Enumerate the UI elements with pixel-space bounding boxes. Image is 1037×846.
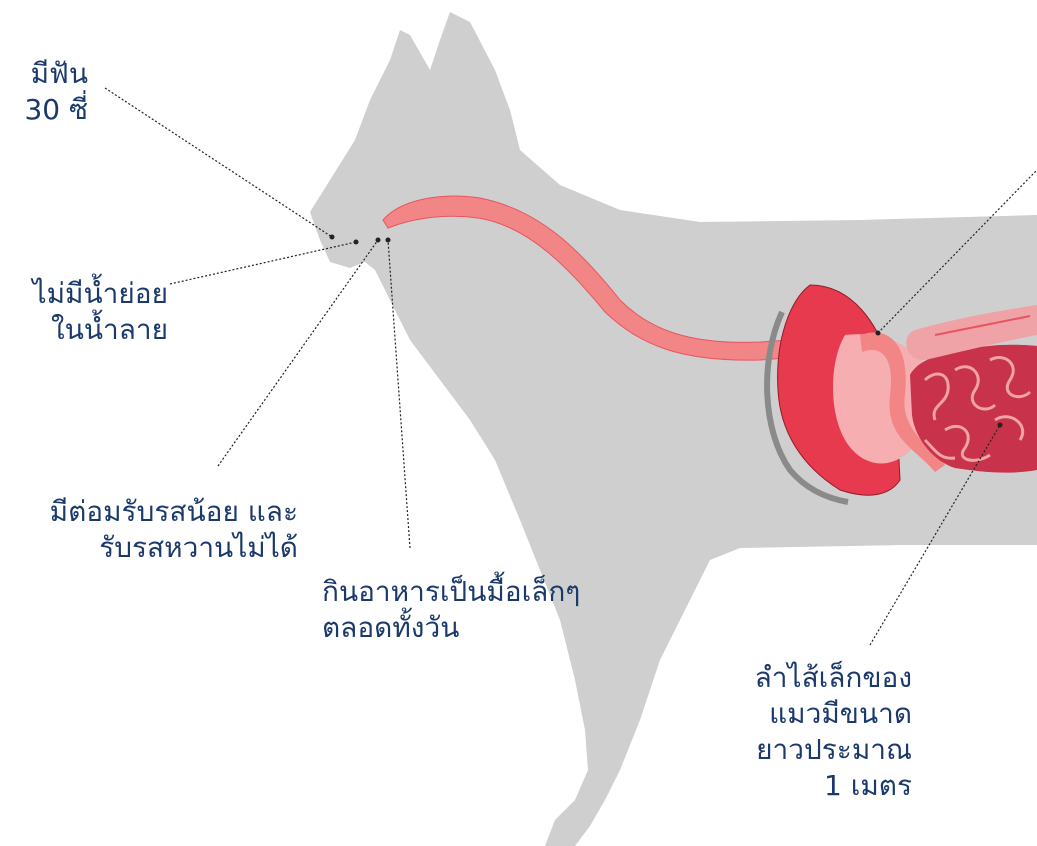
- label-teeth: มีฟัน 30 ซี่: [8, 56, 88, 128]
- leader-dot-1: [354, 240, 359, 245]
- label-taste: มีต่อมรับรสน้อย และ รับรสหวานไม่ได้: [8, 494, 298, 566]
- label-saliva-line2: ในน้ำลาย: [8, 312, 168, 348]
- label-teeth-line2: 30 ซี่: [8, 92, 88, 128]
- leader-dot-3: [386, 238, 391, 243]
- label-taste-line2: รับรสหวานไม่ได้: [8, 530, 298, 566]
- label-intestine-line3: ยาวประมาณ: [700, 732, 912, 768]
- label-intestine-line2: แมวมีขนาด: [700, 696, 912, 732]
- leader-dot-5: [876, 331, 881, 336]
- leader-line-teeth: [105, 88, 332, 237]
- label-meals-line1: กินอาหารเป็นมื้อเล็กๆ: [322, 574, 580, 610]
- leader-dot-4: [998, 423, 1003, 428]
- leader-dot-2: [376, 238, 381, 243]
- label-meals-line2: ตลอดทั้งวัน: [322, 610, 580, 646]
- label-meals: กินอาหารเป็นมื้อเล็กๆ ตลอดทั้งวัน: [322, 574, 580, 646]
- label-teeth-line1: มีฟัน: [8, 56, 88, 92]
- label-taste-line1: มีต่อมรับรสน้อย และ: [8, 494, 298, 530]
- label-saliva-line1: ไม่มีน้ำย่อย: [8, 276, 168, 312]
- label-intestine-line4: 1 เมตร: [700, 768, 912, 804]
- label-intestine-line1: ลำไส้เล็กของ: [700, 660, 912, 696]
- leader-line-taste: [218, 240, 378, 466]
- label-intestine: ลำไส้เล็กของ แมวมีขนาด ยาวประมาณ 1 เมตร: [700, 660, 912, 804]
- label-saliva: ไม่มีน้ำย่อย ในน้ำลาย: [8, 276, 168, 348]
- leader-dot-0: [330, 235, 335, 240]
